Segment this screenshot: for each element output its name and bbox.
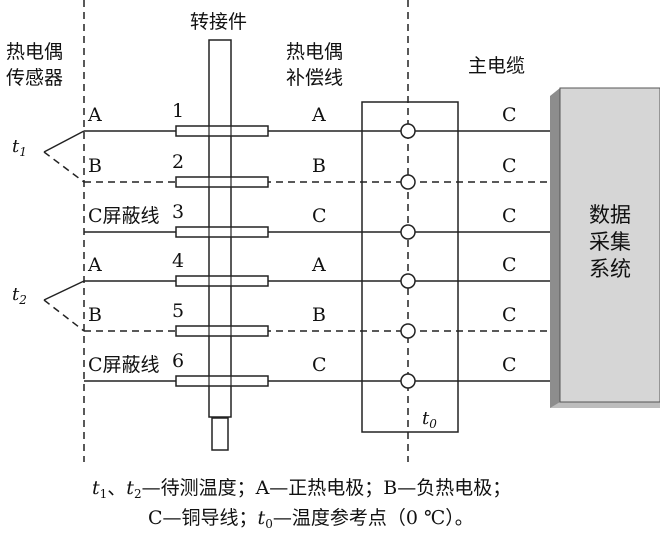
data-acquisition-system (559, 87, 660, 403)
main-cable-wire-label-6: C (502, 354, 517, 376)
terminal-number-5: 5 (172, 300, 184, 322)
comp-wire-label-line2: 补偿线 (286, 67, 343, 89)
left-wire-label-6: C屏蔽线 (88, 354, 160, 376)
system-label-line2: 采集 (589, 230, 631, 254)
terminal-number-1: 1 (172, 100, 184, 122)
t0-label: t0 (422, 408, 437, 431)
connector-sleeve-1 (175, 125, 269, 137)
reference-terminal-4 (400, 273, 416, 289)
t1-junction-a (43, 130, 85, 153)
system-label-line3: 系统 (589, 257, 631, 281)
system-block-bevel-side (550, 88, 560, 408)
main-cable-wire-label-3: C (502, 205, 517, 227)
adapter-label: 转接件 (190, 11, 247, 33)
t1-label: t1 (12, 136, 27, 159)
comp-wire-label-4: A (311, 254, 326, 276)
terminal-number-6: 6 (172, 350, 184, 372)
caption-line1: t1、t2—待测温度；A—正热电极；B—负热电极； (92, 477, 511, 501)
main-cable-wire-label-5: C (502, 304, 517, 326)
main-cable-label: 主电缆 (468, 55, 525, 77)
left-wire-label-4: A (87, 254, 102, 276)
sensor-label-line2: 传感器 (6, 67, 63, 89)
reference-terminal-1 (400, 123, 416, 139)
reference-box (361, 101, 459, 433)
t2-junction-b (43, 299, 85, 332)
t1-junction-b (43, 151, 85, 183)
comp-wire-label-6: C (312, 354, 327, 376)
main-cable-wire-label-1: C (502, 104, 517, 126)
reference-terminal-2 (400, 174, 416, 190)
comp-wire-label-3: C (312, 205, 327, 227)
terminal-number-4: 4 (172, 250, 184, 272)
reference-terminal-6 (400, 373, 416, 389)
main-cable-wire-label-2: C (502, 155, 517, 177)
left-wire-label-1: A (87, 104, 102, 126)
terminal-number-2: 2 (172, 151, 184, 173)
connector-sleeve-3 (175, 226, 269, 238)
reference-terminal-3 (400, 224, 416, 240)
connector-sleeve-5 (175, 325, 269, 337)
main-cable-wire-label-4: C (502, 254, 517, 276)
t2-junction-a (43, 280, 85, 301)
sensor-label-line1: 热电偶 (6, 41, 63, 63)
system-label-line1: 数据 (589, 203, 631, 227)
terminal-number-3: 3 (172, 201, 184, 223)
connector-sleeve-2 (175, 176, 269, 188)
left-wire-label-3: C屏蔽线 (88, 205, 160, 227)
caption-line2: C—铜导线；t0—温度参考点（0 ℃）。 (148, 507, 474, 531)
left-wire-label-5: B (88, 304, 102, 326)
t2-label: t2 (12, 284, 27, 307)
connector-sleeve-4 (175, 275, 269, 287)
comp-wire-label-line1: 热电偶 (286, 41, 343, 63)
comp-wire-label-5: B (312, 304, 326, 326)
connector-sleeve-6 (175, 375, 269, 387)
left-wire-label-2: B (88, 155, 102, 177)
comp-wire-label-1: A (311, 104, 326, 126)
comp-wire-label-2: B (312, 155, 326, 177)
reference-terminal-5 (400, 323, 416, 339)
adapter-post-bottom (211, 417, 229, 451)
